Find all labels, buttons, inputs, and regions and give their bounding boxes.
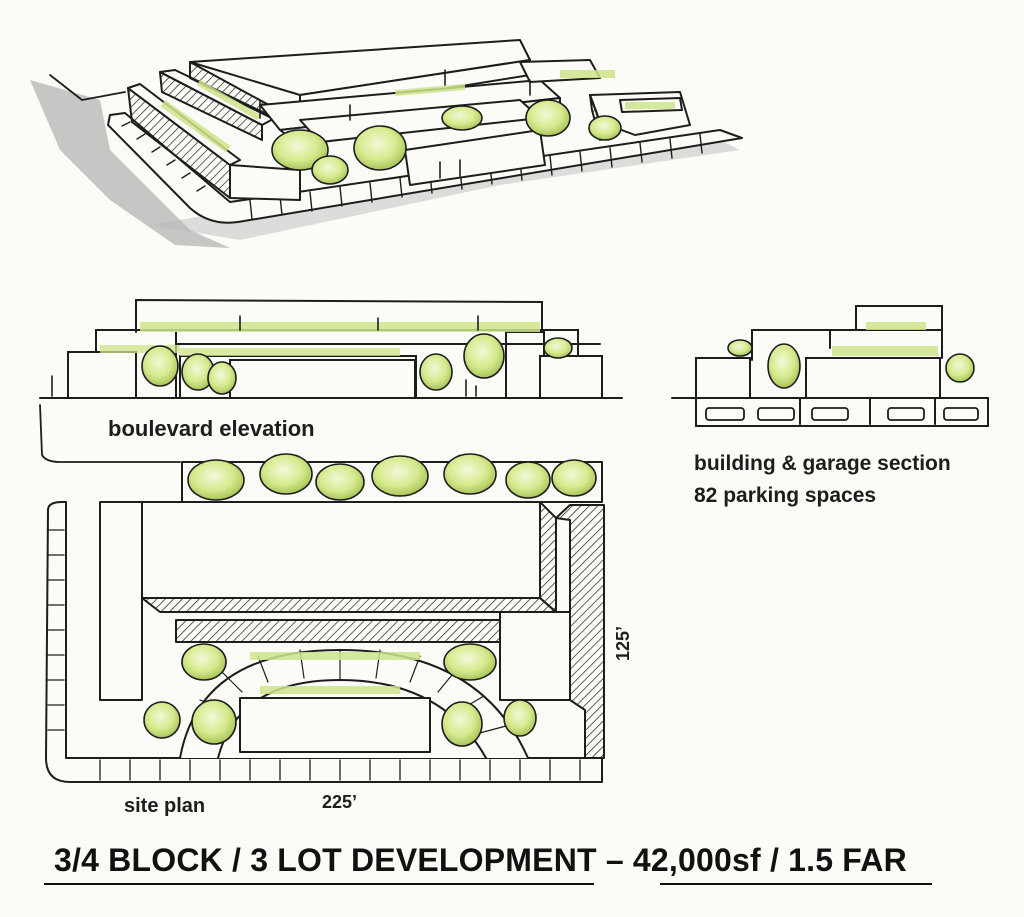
site-left-wing (99, 501, 143, 701)
aerial-tree (271, 129, 329, 171)
aerial-road-edge (49, 74, 126, 101)
site-plan (45, 453, 605, 783)
site-main-bar (141, 501, 541, 599)
parking-count-caption: 82 parking spaces (694, 484, 877, 507)
aerial-tree (525, 99, 571, 137)
aerial-tree (588, 115, 622, 141)
site-street-trees (187, 453, 597, 501)
aerial-tree (353, 125, 407, 171)
depth-dimension: 125’ (613, 625, 634, 662)
site-plan-caption: site plan (124, 795, 206, 817)
title-underline-right (660, 883, 932, 885)
section-caption: building & garage section (694, 452, 951, 475)
aerial-tree (311, 155, 349, 185)
aerial-tree (441, 105, 483, 131)
aerial-ground-shadow-2 (150, 140, 740, 240)
aerial-perspective (30, 39, 743, 248)
building-garage-section (671, 305, 989, 427)
aerial-sidewalk (107, 112, 743, 224)
title-underline-left (44, 883, 594, 885)
site-inner-block (239, 697, 431, 753)
section-cars (705, 407, 979, 421)
boulevard-elevation (39, 298, 623, 463)
elevation-caption: boulevard elevation (108, 416, 315, 441)
site-right-wing (499, 611, 571, 701)
width-dimension: 225’ (322, 792, 358, 812)
aerial-ground-shadow (30, 80, 230, 248)
page-title: 3/4 BLOCK / 3 LOT DEVELOPMENT – 42,000sf… (54, 842, 907, 878)
